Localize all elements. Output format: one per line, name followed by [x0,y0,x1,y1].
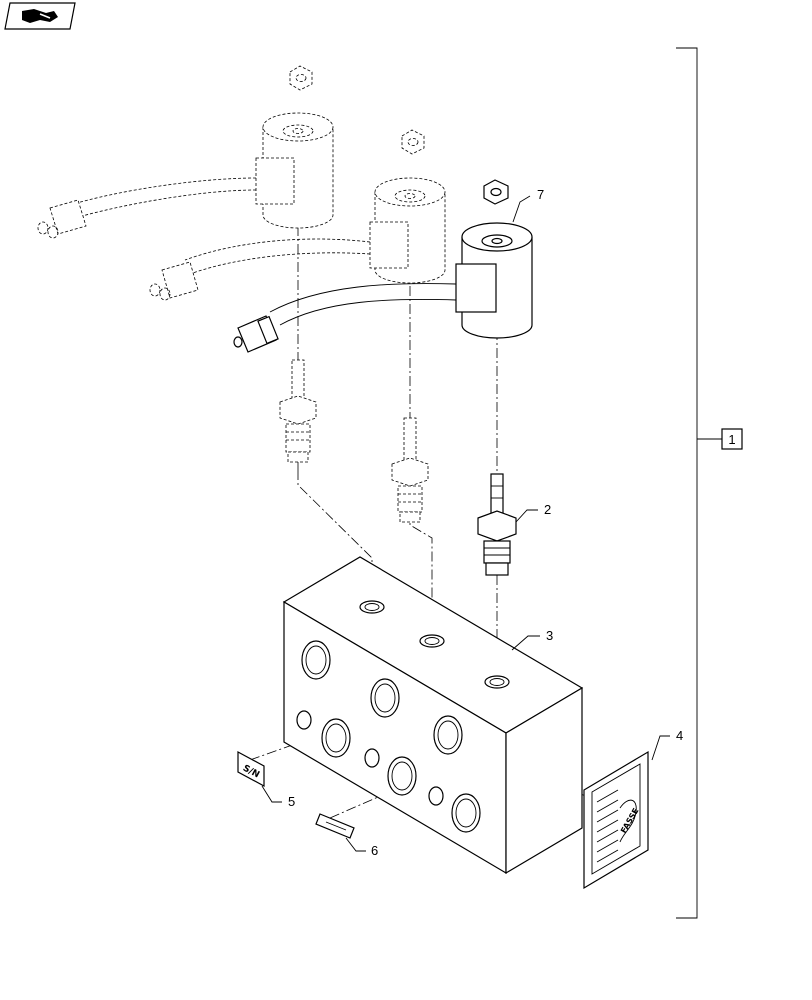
callout-3: 3 [546,628,553,643]
callout-5: 5 [288,794,295,809]
assembly-bracket: 1 [676,47,743,919]
callout-1: 1 [728,432,735,447]
cartridge-valve-phantom-2 [391,417,429,523]
book-hand-icon [4,2,76,30]
solenoid-coil-phantom-1 [37,65,334,239]
callout-6: 6 [371,843,378,858]
serial-plate-5: S/N [237,750,265,788]
small-label-6 [315,813,355,839]
cartridge-valve-2 [477,473,517,576]
callout-2: 2 [544,502,551,517]
manifold-block-3 [282,556,584,875]
callout-7: 7 [537,187,544,202]
solenoid-coil-7 [233,179,533,353]
decal-sheet-4: FASSE [583,750,649,890]
cartridge-valve-phantom-1 [279,359,317,463]
solenoid-coil-phantom-2 [149,129,446,301]
callout-leaders: 7 2 3 4 5 6 [261,187,683,858]
callout-4: 4 [676,728,683,743]
